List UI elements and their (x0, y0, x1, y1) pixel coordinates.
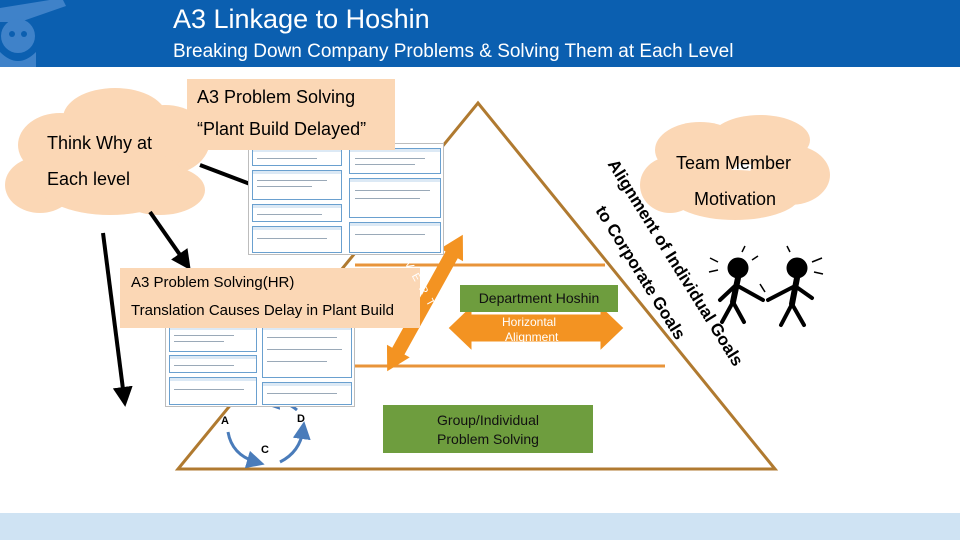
cycle-letter-d: D (297, 413, 305, 425)
arrow-down-levels (101, 232, 133, 407)
a3-plant-line2: “Plant Build Delayed” (197, 119, 367, 139)
a3-hr-line2: Translation Causes Delay in Plant Build (131, 302, 394, 319)
a3-plant-label: A3 Problem Solving “Plant Build Delayed” (187, 79, 395, 150)
motivation-line1: Team Member (676, 153, 792, 173)
team-figures-icon (708, 245, 824, 327)
group-line2: Problem Solving (437, 431, 539, 447)
department-hoshin-label: Department Hoshin (478, 290, 600, 306)
motivation-line2: Motivation (694, 189, 777, 209)
vertical-alignment-arrow (382, 234, 464, 372)
logo-icon (0, 0, 66, 67)
page-subtitle: Breaking Down Company Problems & Solving… (173, 41, 734, 62)
a3-document-hr (165, 322, 355, 407)
a3-hr-label: A3 Problem Solving(HR) Translation Cause… (120, 268, 420, 328)
think-why-cloud (5, 88, 210, 215)
cycle-letter-a: A (221, 415, 229, 427)
horizontal-line1: Horizontal (502, 315, 557, 329)
a3-hr-line1: A3 Problem Solving(HR) (131, 274, 295, 291)
cycle-letter-c: C (261, 444, 269, 456)
think-why-line2: Each level (47, 169, 131, 189)
group-line1: Group/Individual (437, 412, 539, 428)
horizontal-line2: Alignment (505, 330, 559, 344)
a3-plant-line1: A3 Problem Solving (197, 87, 356, 107)
motivation-cloud (640, 115, 830, 220)
page-title: A3 Linkage to Hoshin (173, 4, 430, 34)
header-bar: A3 Linkage to Hoshin Breaking Down Compa… (0, 0, 960, 67)
group-individual-box: Group/Individual Problem Solving (383, 405, 593, 453)
footer-bar (0, 513, 960, 540)
arrow-to-hr-a3 (148, 210, 191, 271)
department-hoshin-box: Department Hoshin (460, 285, 618, 312)
a3-document-plant (248, 143, 444, 255)
think-why-line1: Think Why at (47, 133, 153, 153)
